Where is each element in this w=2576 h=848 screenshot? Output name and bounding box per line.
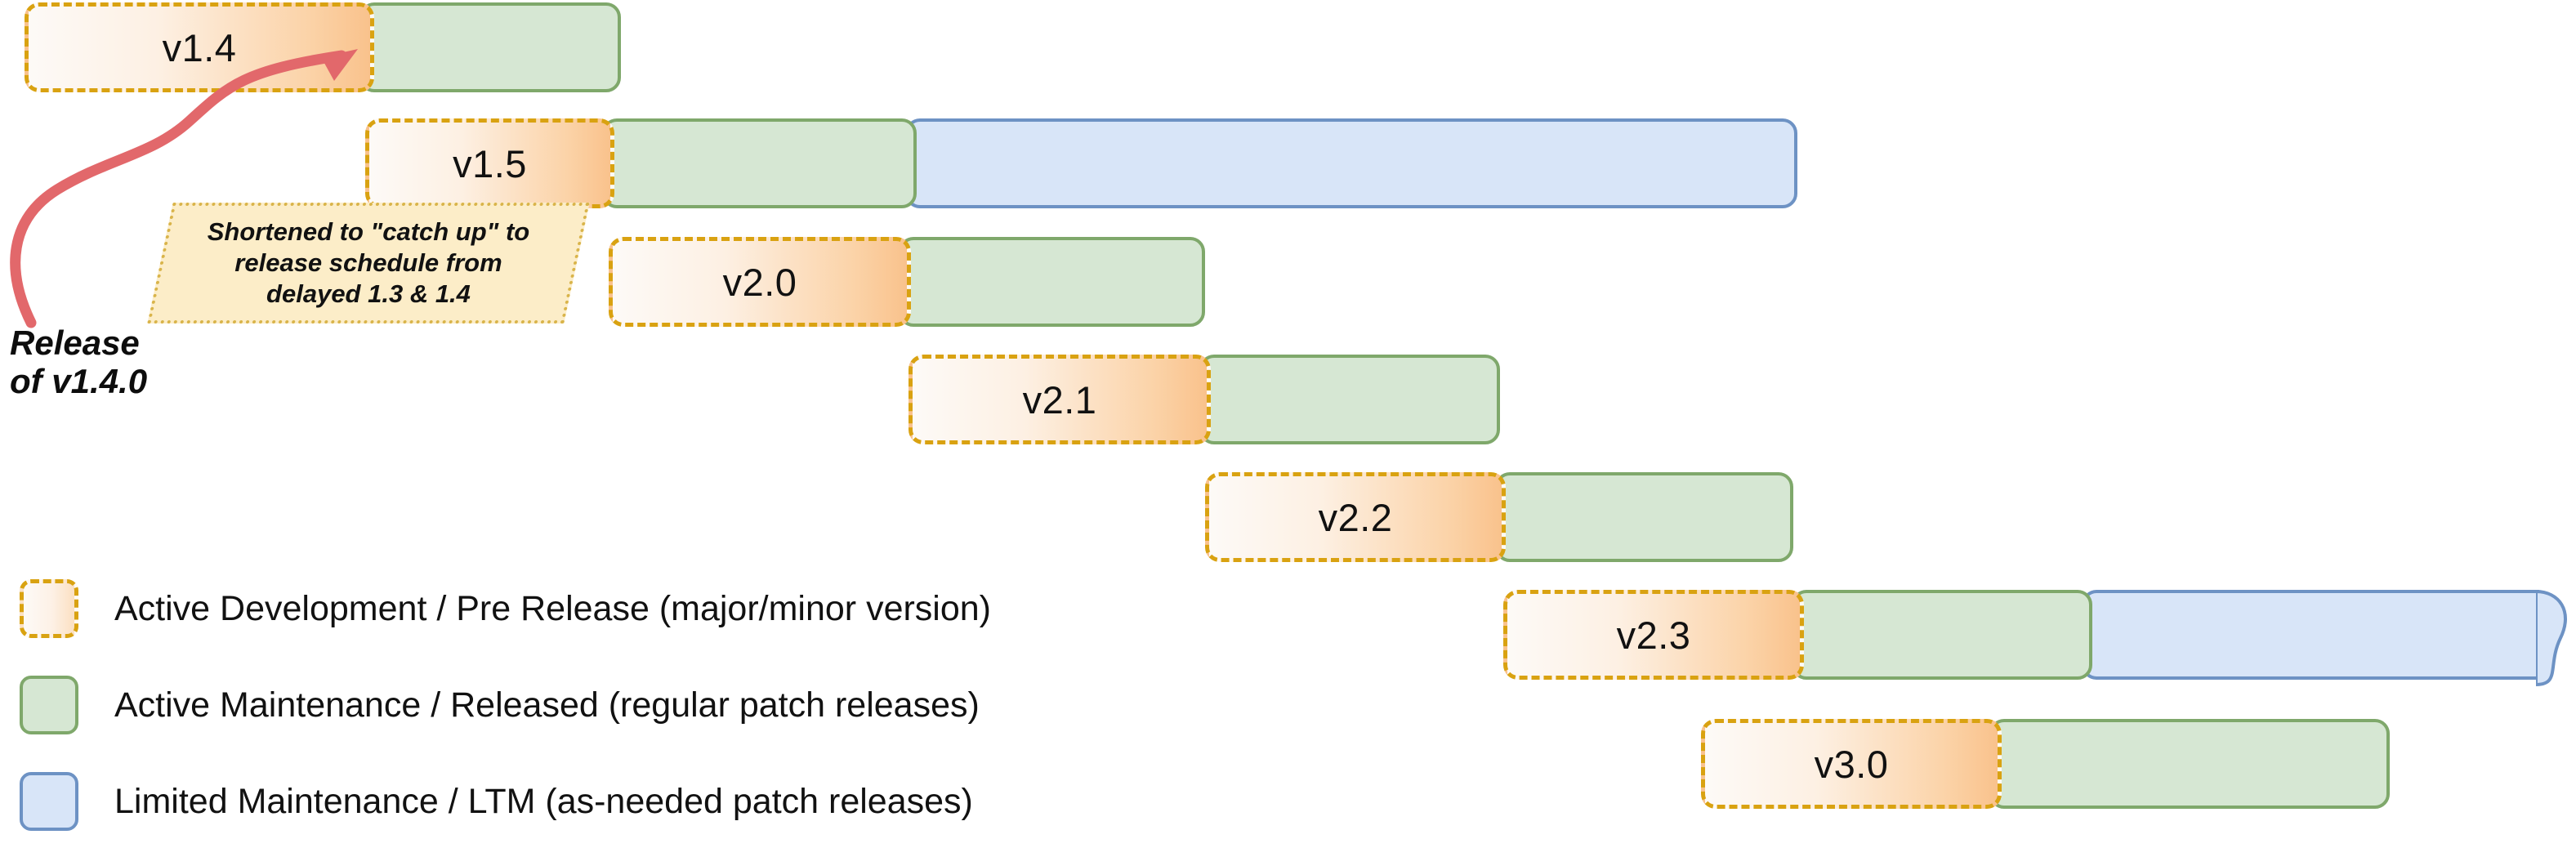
legend-swatch-ltm-icon xyxy=(20,772,78,831)
release-annotation-label: Release of v1.4.0 xyxy=(10,324,148,401)
callout-note-inner: Shortened to "catch up" to release sched… xyxy=(163,206,574,320)
maintenance-segment xyxy=(1495,472,1793,562)
version-label: v2.1 xyxy=(1022,377,1097,422)
maintenance-segment xyxy=(359,2,621,92)
maintenance-segment xyxy=(1792,590,2092,680)
legend-label: Limited Maintenance / LTM (as-needed pat… xyxy=(114,781,973,821)
maintenance-segment xyxy=(899,237,1205,327)
version-label: v2.0 xyxy=(722,260,797,304)
legend-swatch-dev-icon xyxy=(20,579,78,638)
timeline-row-v2-2: v2.2 xyxy=(0,472,2576,562)
development-segment xyxy=(609,237,911,327)
development-segment xyxy=(1503,590,1804,680)
timeline-row-v1-5: v1.5 xyxy=(0,118,2576,208)
timeline-row-v2-1: v2.1 xyxy=(0,355,2576,444)
version-label: v3.0 xyxy=(1814,742,1889,786)
timeline-row-v3-0: v3.0 xyxy=(0,719,2576,809)
legend-swatch-maint-icon xyxy=(20,676,78,734)
maintenance-segment xyxy=(1989,719,2390,809)
version-label: v2.2 xyxy=(1318,495,1393,539)
ltm-segment xyxy=(2082,590,2567,686)
timeline-row-v1-4: v1.4 xyxy=(0,2,2576,92)
development-segment xyxy=(1701,719,2002,809)
legend-item-dev: Active Development / Pre Release (major/… xyxy=(20,577,991,640)
timeline-row-v2-0: v2.0 xyxy=(0,237,2576,327)
version-label: v1.4 xyxy=(162,25,237,69)
legend: Active Development / Pre Release (major/… xyxy=(20,577,991,833)
callout-note-text: Shortened to "catch up" to release sched… xyxy=(207,217,530,308)
version-label: v1.5 xyxy=(453,141,527,185)
legend-label: Active Maintenance / Released (regular p… xyxy=(114,685,980,725)
ltm-segment xyxy=(905,118,1797,208)
version-label: v2.3 xyxy=(1616,613,1691,657)
development-segment xyxy=(1205,472,1506,562)
maintenance-segment xyxy=(1199,355,1500,444)
torn-edge-icon xyxy=(2536,590,2567,686)
legend-item-maint: Active Maintenance / Released (regular p… xyxy=(20,673,991,737)
legend-item-ltm: Limited Maintenance / LTM (as-needed pat… xyxy=(20,770,991,833)
development-segment xyxy=(909,355,1211,444)
callout-note: Shortened to "catch up" to release sched… xyxy=(147,203,590,324)
legend-label: Active Development / Pre Release (major/… xyxy=(114,588,992,628)
timeline-row-v2-3: v2.3 xyxy=(0,590,2576,686)
maintenance-segment xyxy=(602,118,917,208)
